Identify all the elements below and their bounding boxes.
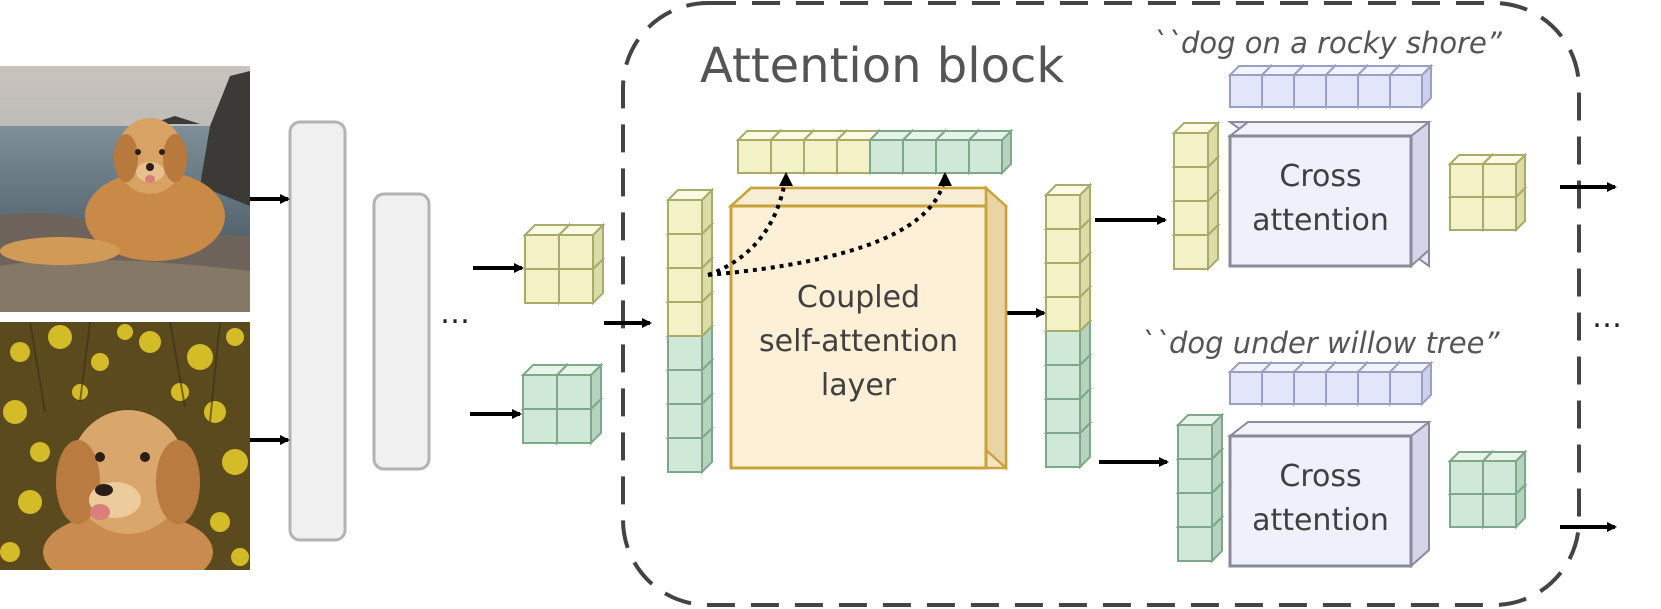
- cross-input-bottom: [1175, 412, 1225, 462]
- curve-to-green-token: [707, 174, 947, 277]
- cross-attention-top-label: Cross attention: [1230, 155, 1411, 243]
- coupled-line-3: layer: [820, 368, 897, 403]
- feature-token-green: [554, 362, 604, 412]
- coupled-line-1: Coupled: [796, 280, 921, 315]
- attention-block-border: [621, 1, 1581, 607]
- coupled-layer-label: Coupled self-attention layer: [731, 276, 986, 408]
- cross-top-line-2: attention: [1252, 203, 1389, 238]
- cross-output-bottom: [1480, 449, 1528, 497]
- coupled-line-2: self-attention: [758, 324, 958, 359]
- prompt-top: ``dog on a rocky shore”: [1152, 26, 1502, 60]
- feature-token-yellow: [556, 222, 606, 272]
- cross-attention-box-bottom: [1227, 421, 1432, 569]
- text-token-row-bottom: [1387, 360, 1434, 407]
- output-token-column: [1043, 182, 1093, 232]
- attention-curves: [707, 174, 947, 277]
- cross-bottom-line-2: attention: [1252, 503, 1389, 538]
- ellipsis-right: …: [1592, 300, 1622, 335]
- arrows: [250, 182, 1617, 532]
- prompt-bottom: ``dog under willow tree”: [1140, 326, 1500, 360]
- curve-arrowheads: [779, 172, 952, 186]
- encoder-panel-1: [288, 120, 347, 542]
- cross-input-top: [1171, 120, 1221, 170]
- output-token-column: [1043, 284, 1093, 334]
- coupled-self-attention-box: [727, 185, 1008, 471]
- cross-bottom-line-1: Cross: [1279, 459, 1362, 494]
- dog-on-rocky-shore-photo: [0, 66, 250, 312]
- ellipsis-left: …: [440, 296, 470, 331]
- cross-top-line-1: Cross: [1279, 159, 1362, 194]
- text-token-row-top: [1387, 63, 1434, 110]
- attention-block-title: Attention block: [700, 38, 1065, 94]
- dog-under-willow-tree-photo: [0, 322, 250, 570]
- curve-to-yellow-token: [707, 174, 788, 277]
- encoder-panel-2: [372, 192, 431, 471]
- cross-output-top: [1480, 152, 1528, 200]
- key-token-row: [966, 128, 1014, 176]
- cross-attention-box-top: [1226, 121, 1432, 269]
- input-token-column: [665, 187, 715, 237]
- cross-attention-bottom-label: Cross attention: [1230, 455, 1411, 543]
- token-cubes: [520, 63, 1528, 564]
